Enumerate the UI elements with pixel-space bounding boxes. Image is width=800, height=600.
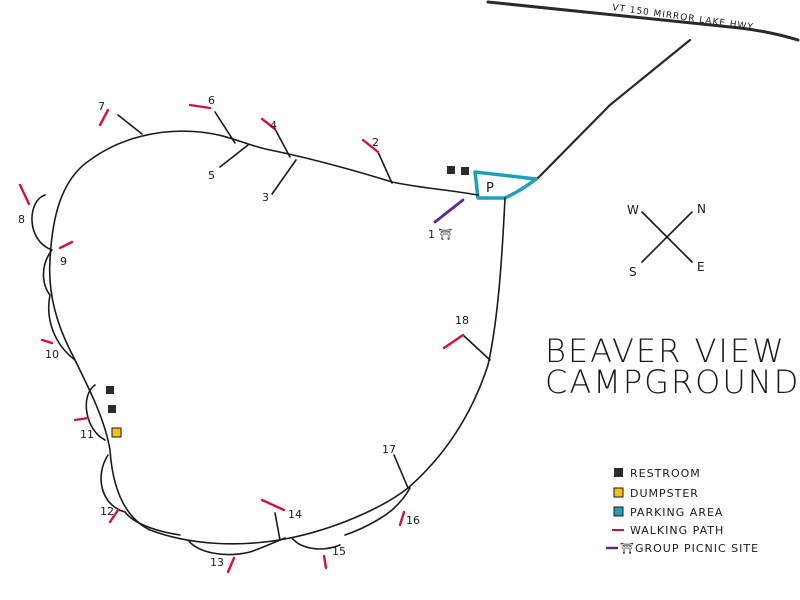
compass-e: E bbox=[697, 260, 705, 274]
site-number: 7 bbox=[98, 100, 105, 113]
site-number: 10 bbox=[45, 348, 59, 361]
site-number: 18 bbox=[455, 314, 469, 327]
parking-label: P bbox=[486, 181, 494, 196]
site-bays bbox=[31, 194, 411, 556]
site-spurs bbox=[117, 111, 409, 541]
site-number: 12 bbox=[100, 505, 114, 518]
restroom-icon bbox=[461, 167, 469, 175]
compass-s: S bbox=[629, 265, 637, 279]
site-number: 15 bbox=[332, 545, 346, 558]
map-title-line2: CAMPGROUND bbox=[545, 363, 800, 401]
site-number: 13 bbox=[210, 556, 224, 569]
map-title-line1: BEAVER VIEW bbox=[545, 332, 786, 370]
compass-n: N bbox=[697, 202, 706, 216]
site-number: 4 bbox=[270, 119, 277, 132]
compass-w: W bbox=[627, 203, 639, 217]
legend-label-picnic: ⛩GROUP PICNIC SITE bbox=[620, 542, 759, 555]
highway-road bbox=[486, 0, 800, 42]
site-number: 16 bbox=[406, 514, 420, 527]
dumpster-icon bbox=[111, 427, 122, 438]
loop-road bbox=[48, 130, 506, 545]
legend-label-restroom: RESTROOM bbox=[630, 467, 701, 480]
site-number: 8 bbox=[18, 213, 25, 226]
parking-area[interactable]: P bbox=[473, 170, 538, 200]
legend-label-walking-path: WALKING PATH bbox=[630, 524, 724, 537]
picnic-site-label: 1 ⛩ bbox=[428, 228, 452, 241]
site-number: 2 bbox=[372, 136, 379, 149]
restroom-icon bbox=[614, 468, 623, 477]
site-numbers: 2 3 4 5 6 7 8 9 10 11 12 13 14 15 16 17 … bbox=[18, 94, 469, 569]
legend-label-dumpster: DUMPSTER bbox=[630, 487, 699, 500]
restroom-icon bbox=[447, 166, 455, 174]
legend-label-parking: PARKING AREA bbox=[630, 506, 723, 519]
site-number: 14 bbox=[288, 508, 302, 521]
site-number: 17 bbox=[382, 443, 396, 456]
dumpster-icon bbox=[613, 487, 624, 498]
site-number: 11 bbox=[80, 428, 94, 441]
site-number: 9 bbox=[60, 255, 67, 268]
restroom-icon bbox=[106, 386, 114, 394]
group-picnic-site[interactable] bbox=[433, 198, 465, 224]
parking-icon bbox=[613, 506, 624, 517]
site-number: 5 bbox=[208, 169, 215, 182]
site-number: 3 bbox=[262, 191, 269, 204]
legend: RESTROOM DUMPSTER PARKING AREA WALKING P… bbox=[606, 467, 759, 555]
access-road bbox=[534, 38, 692, 182]
compass: W N S E bbox=[627, 202, 706, 279]
walking-paths bbox=[18, 103, 465, 574]
restroom-icon bbox=[108, 405, 116, 413]
spur-18 bbox=[462, 334, 491, 361]
site-number: 6 bbox=[208, 94, 215, 107]
